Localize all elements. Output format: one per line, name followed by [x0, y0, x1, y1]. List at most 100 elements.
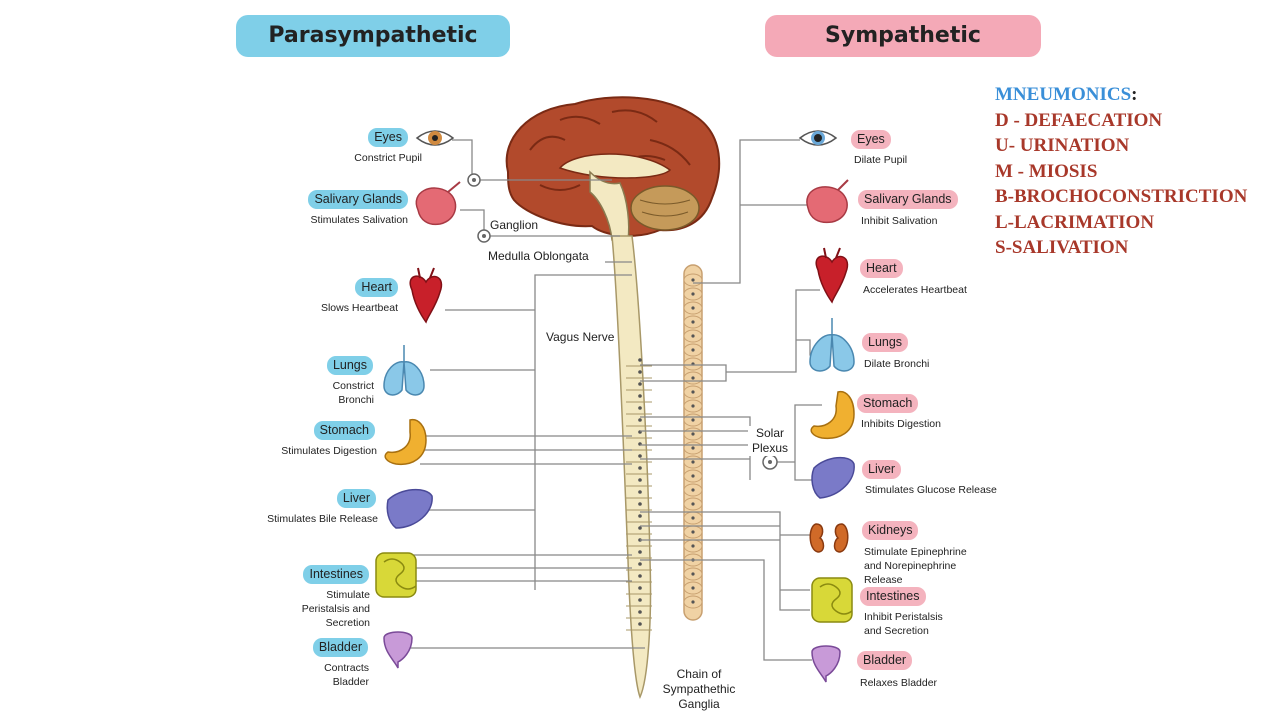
symp-action-lungs: Dilate Bronchi — [864, 358, 930, 370]
ganglion-label: Ganglion — [490, 218, 539, 233]
symp-tag-eyes: Eyes — [851, 130, 891, 149]
mnemonic-item-s: S-SALIVATION — [995, 237, 1129, 258]
ganglion-dot — [691, 516, 695, 520]
kidneys-icon — [809, 523, 849, 553]
spinal-dot — [638, 466, 642, 470]
symp-action-liver: Stimulates Glucose Release — [865, 484, 997, 496]
para-tag-salivary: Salivary Glands — [308, 190, 408, 209]
spinal-cord — [611, 235, 652, 699]
spinal-dot — [638, 562, 642, 566]
para-tag-lungs: Lungs — [326, 356, 373, 375]
mnemonic-item-l: L-LACRIMATION — [995, 211, 1155, 233]
para-action-eyes: Constrict Pupil — [354, 152, 422, 164]
ganglion-dot — [691, 460, 695, 464]
vagus-nerve-label: Vagus Nerve — [546, 330, 615, 345]
mnemonic-item-b: B-BROCHOCONSTRICTION — [995, 186, 1248, 207]
lungs-icon — [383, 345, 425, 396]
spinal-dot — [638, 514, 642, 518]
ganglion-dot — [691, 404, 695, 408]
brain-icon — [505, 96, 721, 241]
spinal-dot — [638, 502, 642, 506]
symp-tag-kidneys: Kidneys — [862, 521, 919, 540]
symp-action-stomach: Inhibits Digestion — [861, 418, 941, 430]
symp-tag-salivary: Salivary Glands — [858, 190, 958, 209]
para-action-stomach: Stimulates Digestion — [281, 445, 377, 457]
symp-action-eyes: Dilate Pupil — [854, 154, 908, 166]
symp-action-kidneys: Stimulate Epinephrine and Norepinephrine… — [864, 546, 967, 586]
ganglion-dot — [691, 278, 695, 282]
salivary-gland-icon — [415, 181, 461, 226]
ganglion-dot — [691, 334, 695, 338]
symp-action-bladder: Relaxes Bladder — [860, 677, 938, 689]
ganglion-markers — [467, 173, 778, 470]
sympathetic-chain — [626, 264, 703, 631]
eye-icon — [798, 130, 838, 146]
spinal-dot — [638, 358, 642, 362]
intestines-icon — [811, 577, 853, 623]
mnemonic-item-u: U- URINATION — [995, 135, 1130, 156]
para-action-salivary: Stimulates Salivation — [310, 214, 408, 226]
intestines-icon — [375, 552, 417, 598]
spinal-dot — [638, 394, 642, 398]
para-action-lungs: Constrict Bronchi — [332, 380, 374, 406]
ganglion-dot — [691, 488, 695, 492]
spinal-dot — [638, 574, 642, 578]
para-tag-eyes: Eyes — [368, 128, 408, 147]
ganglion-dot — [691, 544, 695, 548]
symp-action-salivary: Inhibit Salivation — [861, 215, 938, 227]
para-tag-heart: Heart — [355, 278, 398, 297]
ganglion-dot — [691, 502, 695, 506]
para-action-heart: Slows Heartbeat — [320, 302, 398, 314]
ganglion-dot — [691, 306, 695, 310]
eye-icon — [415, 130, 455, 146]
ganglion-dot — [691, 348, 695, 352]
sympathetic-header: Sympathetic — [765, 15, 1041, 57]
symp-tag-liver: Liver — [862, 460, 902, 479]
spinal-dot — [638, 622, 642, 626]
mnemonics-title: MNEUMONICS — [995, 84, 1132, 105]
spinal-dot — [638, 478, 642, 482]
symp-tag-lungs: Lungs — [862, 333, 909, 352]
heart-icon — [409, 267, 443, 324]
lungs-icon — [809, 318, 855, 372]
ganglion-dot — [691, 530, 695, 534]
symp-action-intestines: Inhibit Peristalsis and Secretion — [864, 611, 943, 637]
ganglion-dot — [691, 390, 695, 394]
mnemonic-item-m: M - MIOSIS — [995, 160, 1098, 182]
para-tag-stomach: Stomach — [313, 421, 375, 440]
ganglion-dot — [691, 586, 695, 590]
para-tag-liver: Liver — [336, 489, 376, 508]
liver-icon — [811, 456, 855, 499]
medulla-label: Medulla Oblongata — [488, 249, 589, 264]
spinal-dot — [638, 598, 642, 602]
spinal-dot — [638, 454, 642, 458]
spinal-dot — [638, 610, 642, 614]
spinal-dot — [638, 382, 642, 386]
ganglion-dot — [691, 474, 695, 478]
ganglion-dot — [691, 292, 695, 296]
stomach-icon — [810, 390, 855, 440]
symp-tag-heart: Heart — [860, 259, 903, 278]
spinal-dot — [638, 586, 642, 590]
para-tag-bladder: Bladder — [312, 638, 368, 657]
mnemonics-panel: MNEUMONICS: D - DEFAECATION U- URINATION… — [995, 82, 1247, 261]
para-tag-intestines: Intestines — [303, 565, 369, 584]
parasympathetic-header: Parasympathetic — [236, 15, 510, 57]
mnemonic-item-d: D - DEFAECATION — [995, 109, 1163, 131]
solar-plexus-label: Solar Plexus — [748, 426, 792, 456]
spinal-dot — [638, 490, 642, 494]
ganglion-dot — [691, 418, 695, 422]
sympathetic-chain-label: Chain of Sympathethic Ganglia — [662, 667, 736, 711]
para-action-bladder: Contracts Bladder — [324, 662, 369, 688]
stomach-icon — [384, 418, 427, 466]
spinal-dot — [638, 406, 642, 410]
ganglion-dot — [691, 376, 695, 380]
spinal-dot — [638, 370, 642, 374]
spinal-dot — [638, 526, 642, 530]
ganglion-dot — [691, 432, 695, 436]
symp-tag-intestines: Intestines — [860, 587, 926, 606]
mnemonics-colon: : — [1131, 84, 1138, 105]
bladder-icon — [383, 631, 413, 669]
